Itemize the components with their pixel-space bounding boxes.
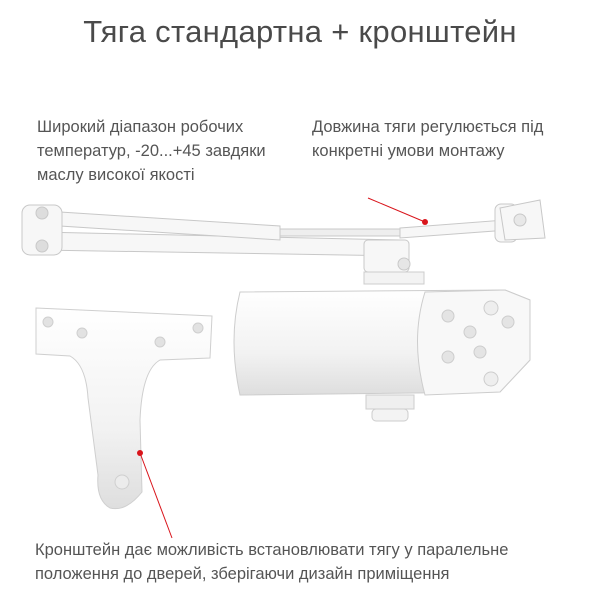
note-bracket: Кронштейн дає можливість встановлювати т… <box>35 541 509 583</box>
door-closer-arm <box>21 199 546 273</box>
note-temperature: Широкий діапазон робочих температур, -20… <box>37 118 266 184</box>
mounting-bracket <box>35 307 213 510</box>
page-title: Тяга стандартна + кронштейн <box>83 14 517 49</box>
door-closer-body <box>233 271 531 422</box>
callout-bracket <box>137 450 173 539</box>
arm-spring <box>279 228 401 237</box>
note-arm-length: Довжина тяги регулюється під конкретні у… <box>312 118 544 160</box>
callout-arm-length <box>367 197 428 225</box>
